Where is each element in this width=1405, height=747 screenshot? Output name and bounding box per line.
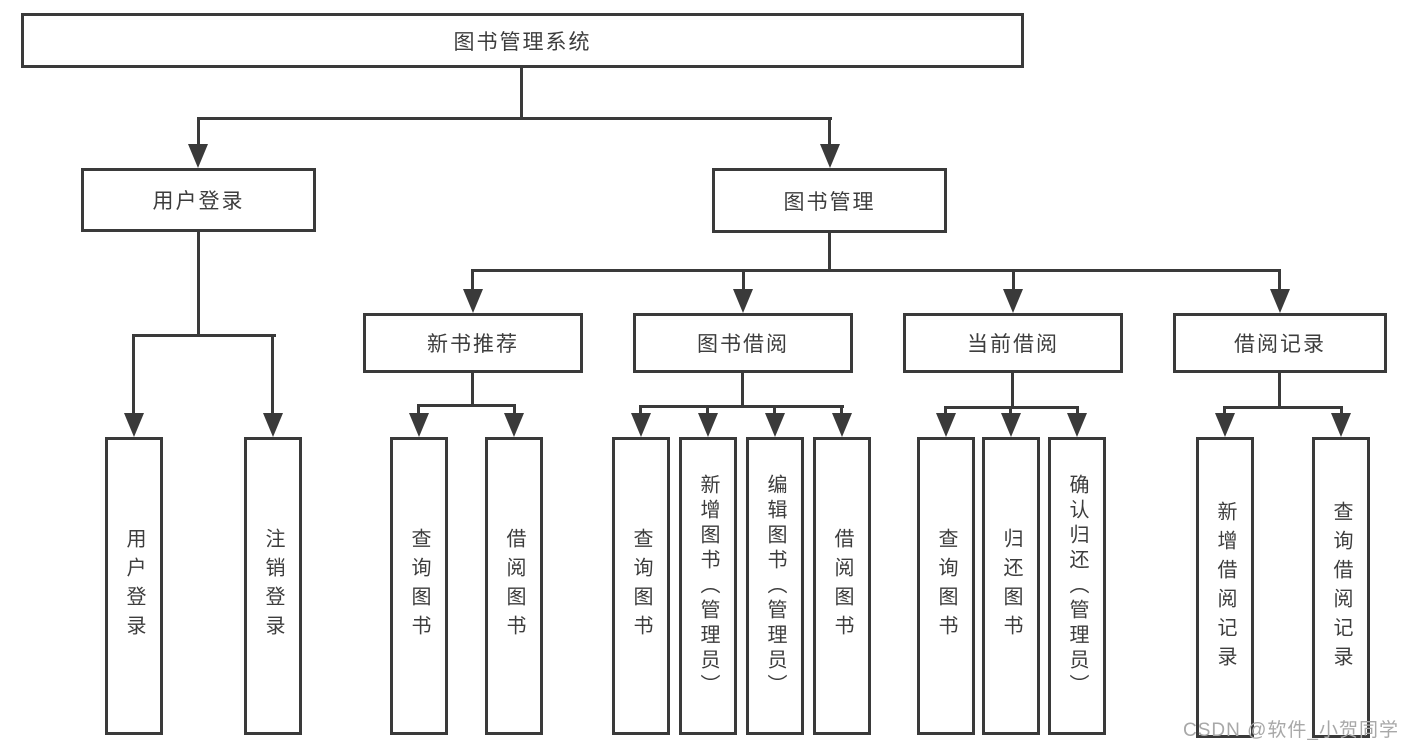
connector-line	[520, 66, 523, 119]
arrowhead-down-icon	[1003, 289, 1023, 313]
connector-line	[132, 334, 276, 337]
connector-line	[197, 117, 832, 120]
arrowhead-down-icon	[1270, 289, 1290, 313]
leaf-query-book-3: 查询图书	[917, 437, 975, 735]
arrowhead-down-icon	[1215, 413, 1235, 437]
arrowhead-down-icon	[1067, 413, 1087, 437]
arrowhead-down-icon	[188, 144, 208, 168]
connector-line	[1223, 406, 1226, 416]
arrowhead-down-icon	[820, 144, 840, 168]
leaf-return-book: 归还图书	[982, 437, 1040, 735]
arrowhead-down-icon	[463, 289, 483, 313]
leaf-user-login: 用户登录	[105, 437, 163, 735]
node-book-management: 图书管理	[712, 168, 947, 233]
connector-line	[741, 371, 744, 408]
connector-line	[840, 405, 843, 416]
connector-line	[773, 405, 776, 416]
connector-line	[197, 230, 200, 337]
arrowhead-down-icon	[504, 413, 524, 437]
connector-line	[197, 117, 200, 150]
node-root: 图书管理系统	[21, 13, 1024, 68]
connector-line	[471, 269, 1281, 272]
connector-line	[1076, 406, 1079, 416]
leaf-query-book-2: 查询图书	[612, 437, 670, 735]
connector-line	[513, 404, 516, 417]
arrowhead-down-icon	[631, 413, 651, 437]
leaf-query-borrow-record: 查询借阅记录	[1312, 437, 1370, 738]
connector-line	[132, 334, 135, 416]
node-book-borrow: 图书借阅	[633, 313, 853, 373]
node-user-login: 用户登录	[81, 168, 316, 232]
connector-line	[1340, 406, 1343, 416]
connector-line	[471, 371, 474, 407]
arrowhead-down-icon	[124, 413, 144, 437]
csdn-watermark: CSDN @软件_小贺同学	[1183, 720, 1399, 741]
leaf-confirm-return-admin: 确认归还（管理员）	[1048, 437, 1106, 735]
connector-line	[417, 404, 516, 407]
node-borrow-record: 借阅记录	[1173, 313, 1387, 373]
connector-line	[1278, 269, 1281, 295]
leaf-add-borrow-record: 新增借阅记录	[1196, 437, 1254, 738]
connector-line	[1223, 406, 1343, 409]
leaf-borrow-book-1: 借阅图书	[485, 437, 543, 735]
connector-line	[828, 231, 831, 272]
connector-line	[742, 269, 745, 295]
leaf-edit-book-admin: 编辑图书（管理员）	[746, 437, 804, 735]
connector-line	[1011, 371, 1014, 408]
connector-line	[639, 405, 642, 416]
arrowhead-down-icon	[832, 413, 852, 437]
node-new-book-recommend: 新书推荐	[363, 313, 583, 373]
connector-line	[639, 405, 844, 408]
node-current-borrow: 当前借阅	[903, 313, 1123, 373]
connector-line	[1012, 269, 1015, 295]
leaf-borrow-book-2: 借阅图书	[813, 437, 871, 735]
arrowhead-down-icon	[698, 413, 718, 437]
leaf-logout: 注销登录	[244, 437, 302, 735]
leaf-add-book-admin: 新增图书（管理员）	[679, 437, 737, 735]
connector-line	[1278, 371, 1281, 408]
leaf-query-book-1: 查询图书	[390, 437, 448, 735]
arrowhead-down-icon	[1331, 413, 1351, 437]
arrowhead-down-icon	[1001, 413, 1021, 437]
connector-line	[417, 404, 420, 417]
arrowhead-down-icon	[733, 289, 753, 313]
arrowhead-down-icon	[409, 413, 429, 437]
connector-line	[828, 117, 831, 150]
connector-line	[706, 405, 709, 416]
connector-line	[1009, 406, 1012, 416]
arrowhead-down-icon	[263, 413, 283, 437]
arrowhead-down-icon	[936, 413, 956, 437]
arrowhead-down-icon	[765, 413, 785, 437]
connector-line	[944, 406, 947, 416]
connector-line	[471, 269, 474, 295]
connector-line	[271, 334, 274, 416]
